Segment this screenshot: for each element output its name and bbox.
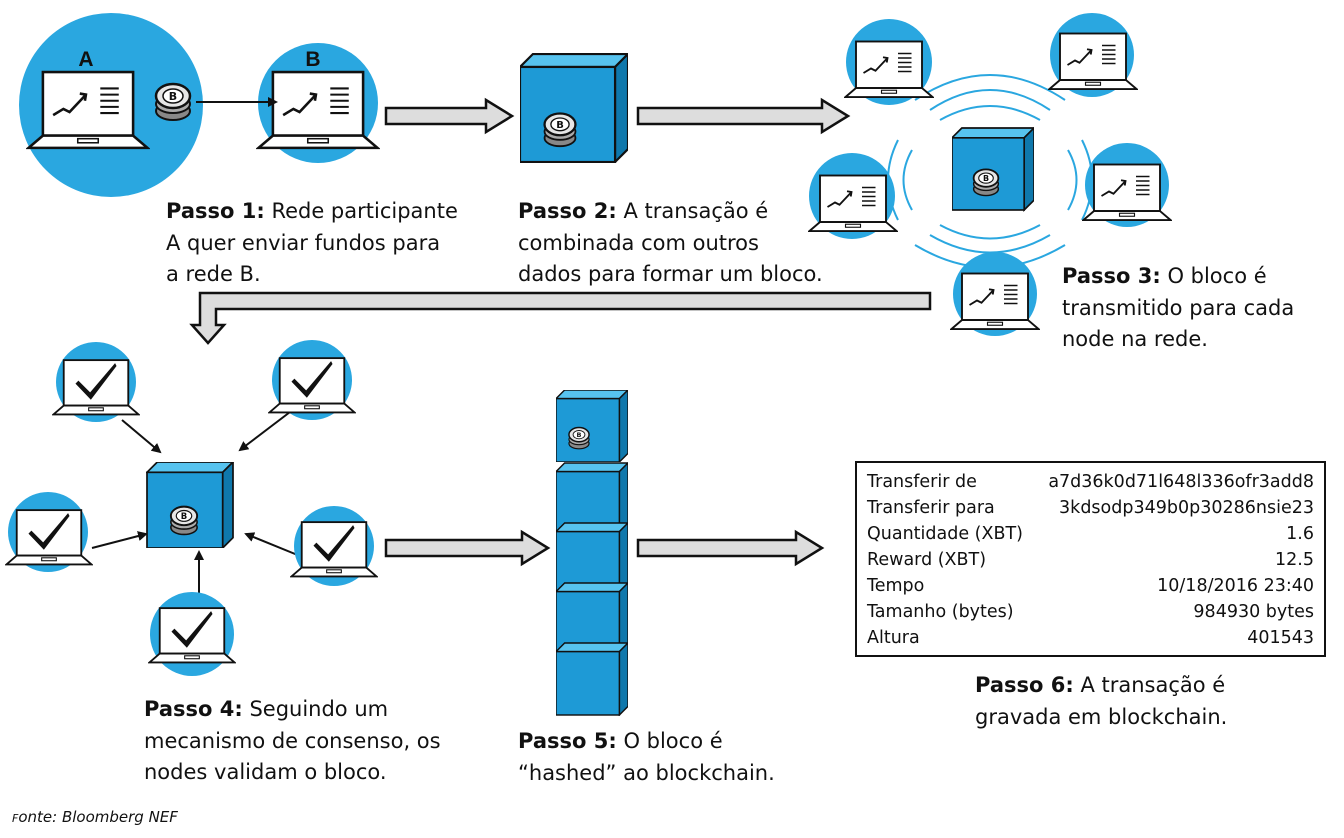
step4-title: Passo 4: <box>144 697 243 721</box>
node-laptop-icon <box>844 40 934 98</box>
validated-laptop-icon <box>290 521 378 578</box>
step3-caption: Passo 3: O bloco é transmitido para cada… <box>1062 261 1294 356</box>
row-value: 12.5 <box>1275 550 1314 570</box>
step6-line: gravada em blockchain. <box>975 704 1228 729</box>
table-row: Tamanho (bytes) 984930 bytes <box>867 599 1314 625</box>
step1-line: Rede participante <box>271 199 458 223</box>
label-a: A <box>78 48 93 71</box>
row-label: Tempo <box>867 576 925 596</box>
step5-illustration <box>556 390 628 716</box>
bitcoin-coin-icon <box>154 82 192 122</box>
step2-title: Passo 2: <box>518 199 617 223</box>
label-b: B <box>305 48 320 71</box>
step1-title: Passo 1: <box>166 199 265 223</box>
table-row: Transferir para 3kdsodp349b0p30286nsie23 <box>867 495 1314 521</box>
step6-title: Passo 6: <box>975 673 1074 697</box>
step3-line: transmitido para cada <box>1062 295 1295 320</box>
step1-line: a rede B. <box>166 262 261 286</box>
step3-illustration <box>808 13 1172 336</box>
row-value: 984930 bytes <box>1193 602 1314 622</box>
step4-line: nodes validam o bloco. <box>144 760 387 784</box>
source-prefix: F <box>12 812 19 825</box>
validation-arrows <box>91 411 301 600</box>
node-laptop-icon <box>1048 32 1138 90</box>
table-row: Transferir de a7d36k0d71l648l336ofr3add8 <box>867 469 1314 495</box>
row-label: Altura <box>867 628 920 648</box>
row-value: 3kdsodp349b0p30286nsie23 <box>1059 498 1314 518</box>
step3-title: Passo 3: <box>1062 264 1161 288</box>
step4-line: mecanismo de consenso, os <box>144 728 441 753</box>
bitcoin-coin-icon <box>568 426 590 450</box>
row-value: 1.6 <box>1286 524 1314 544</box>
step4-line: Seguindo um <box>249 697 389 721</box>
bitcoin-coin-icon <box>543 112 577 148</box>
row-label: Reward (XBT) <box>867 550 987 570</box>
step5-title: Passo 5: <box>518 729 617 753</box>
arrow-step2-to-step3 <box>636 97 851 135</box>
step5-caption: Passo 5: O bloco é “hashed” ao blockchai… <box>518 726 775 789</box>
block-cube-icon <box>146 462 234 548</box>
validated-laptop-icon <box>148 607 236 664</box>
table-row: Altura 401543 <box>867 625 1314 651</box>
table-row: Quantidade (XBT) 1.6 <box>867 521 1314 547</box>
step1-line: A quer enviar fundos para <box>166 230 441 255</box>
step4-caption: Passo 4: Seguindo um mecanismo de consen… <box>144 694 441 789</box>
block-cube-icon <box>520 53 628 163</box>
node-laptop-icon <box>1082 163 1172 221</box>
arrow-step1-to-step2 <box>384 97 515 135</box>
row-label: Transferir para <box>867 498 995 518</box>
step1-caption: Passo 1: Rede participante A quer enviar… <box>166 196 458 291</box>
row-label: Quantidade (XBT) <box>867 524 1024 544</box>
validated-laptop-icon <box>268 357 356 414</box>
step5-line: O bloco é <box>623 729 723 753</box>
row-label: Transferir de <box>867 472 977 492</box>
validated-laptop-icon <box>52 359 140 416</box>
block-cube-icon <box>952 127 1034 211</box>
new-block-icon <box>556 390 628 462</box>
source-text: onte: Bloomberg NEF <box>18 808 178 826</box>
step6-line: A transação é <box>1080 673 1226 697</box>
arrow-step5-to-step6 <box>636 529 825 567</box>
chain-block-icon <box>556 642 628 716</box>
source-credit: Fonte: Bloomberg NEF <box>12 808 178 826</box>
step3-line: O bloco é <box>1167 264 1267 288</box>
row-value: 10/18/2016 23:40 <box>1157 576 1314 596</box>
row-label: Tamanho (bytes) <box>867 602 1014 622</box>
step2-line: combinada com outros <box>518 230 759 255</box>
step2-line: dados para formar um bloco. <box>518 262 823 286</box>
flow-arrows <box>189 97 932 567</box>
step2-illustration <box>520 53 628 163</box>
step6-caption: Passo 6: A transação é gravada em blockc… <box>975 670 1227 733</box>
arrow-step4-to-step5 <box>384 529 551 567</box>
step5-line: “hashed” ao blockchain. <box>518 760 775 785</box>
node-laptop-icon <box>950 272 1040 330</box>
step4-illustration <box>5 340 378 676</box>
table-row: Tempo 10/18/2016 23:40 <box>867 573 1314 599</box>
step3-line: node na rede. <box>1062 327 1208 351</box>
bitcoin-coin-icon <box>972 168 1000 197</box>
bitcoin-coin-icon <box>169 505 199 536</box>
step1-illustration: A B <box>19 13 379 197</box>
arrow-step3-to-step4 <box>189 291 932 345</box>
row-value: 401543 <box>1247 628 1314 648</box>
table-row: Reward (XBT) 12.5 <box>867 547 1314 573</box>
laptop-b-icon <box>257 70 379 150</box>
step2-line: A transação é <box>623 199 769 223</box>
laptop-a-icon <box>27 70 149 150</box>
row-value: a7d36k0d71l648l336ofr3add8 <box>1048 472 1314 492</box>
step2-caption: Passo 2: A transação é combinada com out… <box>518 196 823 291</box>
validated-laptop-icon <box>5 509 93 566</box>
